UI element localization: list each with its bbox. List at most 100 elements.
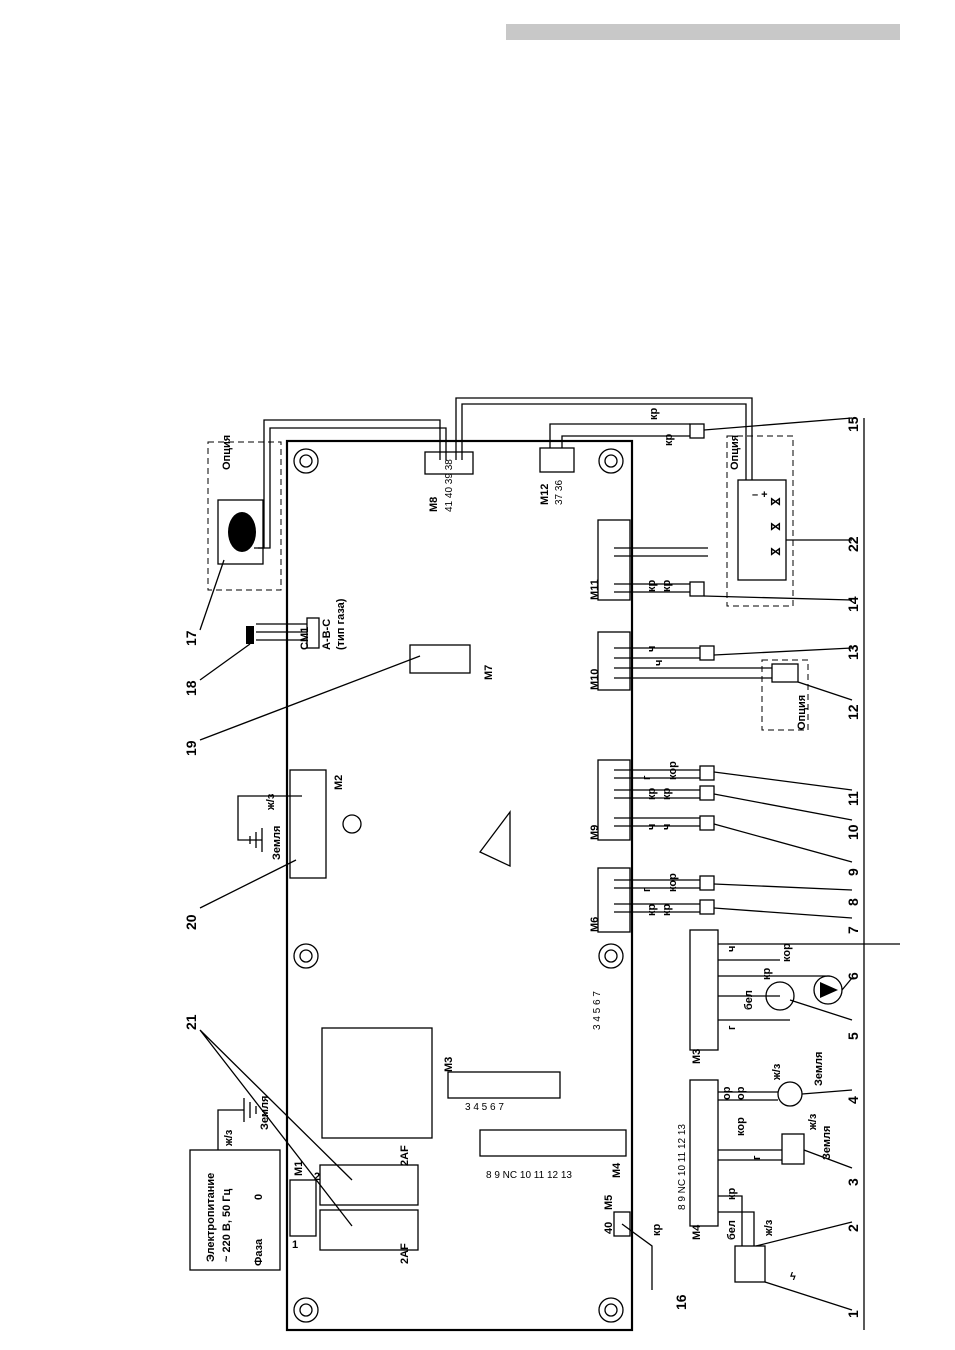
- connector-m3-ext: [689, 929, 719, 1051]
- wire-3b: г: [751, 1155, 763, 1160]
- wire-15a: кр: [648, 407, 660, 420]
- callout-20: 20: [183, 914, 199, 930]
- fuse-label-b: 2AF: [399, 1243, 411, 1264]
- callout-1: 1: [845, 1310, 861, 1318]
- sensor-8: [699, 875, 715, 891]
- svg-text:⋈: ⋈: [770, 546, 781, 558]
- gas-valve-3: [781, 1133, 805, 1165]
- fuse-2af-b: [319, 1209, 419, 1251]
- connector-m5: [613, 1211, 631, 1237]
- gas-code: A-B-C: [321, 619, 333, 650]
- wire-4b: ор: [735, 1086, 747, 1100]
- room-thermostat: [217, 499, 264, 565]
- option-label-22: Опция: [729, 435, 741, 470]
- callout-13: 13: [845, 644, 861, 660]
- m8-pins: 41 40 39 38: [444, 459, 455, 512]
- callout-6: 6: [845, 972, 861, 980]
- esd-warning-icon: [478, 810, 511, 868]
- motor-4-icon: [777, 1081, 803, 1107]
- callout-8: 8: [845, 898, 861, 906]
- sensor-9: [699, 815, 715, 831]
- wire-15b: кр: [663, 433, 675, 446]
- gas-type: (тип газа): [335, 598, 347, 650]
- m2-label: M2: [333, 775, 345, 790]
- callout-2: 2: [845, 1224, 861, 1232]
- wire-8a: г: [641, 887, 653, 892]
- option-label-12: Опция: [796, 695, 808, 730]
- relay-block: [321, 1027, 433, 1139]
- connector-cm1: [306, 617, 320, 649]
- wire-7b: кр: [661, 903, 673, 916]
- sensor-14: [689, 581, 705, 597]
- wire-13a: ч: [646, 646, 658, 652]
- connector-m9: [597, 759, 631, 841]
- connector-m4-board: [479, 1129, 627, 1157]
- sensor-15: [689, 423, 705, 439]
- cm1-label: CM1: [299, 627, 311, 650]
- wire-11b: кор: [667, 761, 679, 780]
- spark-icon: ϟ: [790, 1271, 796, 1283]
- thermostat-logo-icon: [228, 512, 256, 552]
- ignition-unit: [734, 1245, 766, 1283]
- power-label: Электропитание: [205, 1173, 217, 1262]
- wire-6a: кор: [781, 943, 793, 962]
- wire-9b: ч: [661, 824, 673, 830]
- m11-label: M11: [589, 579, 601, 600]
- connector-m6: [597, 867, 631, 933]
- yg-m2: ж/з: [265, 793, 277, 811]
- m3-ext-pins: 3 4 5 6 7: [592, 991, 603, 1030]
- callout-22: 22: [845, 536, 861, 552]
- option-box-12: [761, 659, 809, 731]
- callout-19: 19: [183, 740, 199, 756]
- fuse-label-a: 2AF: [399, 1145, 411, 1166]
- svg-text:– +: – +: [752, 489, 768, 501]
- wire-9a: ч: [646, 824, 658, 830]
- m12-label: M12: [539, 484, 551, 505]
- m1-pin1: 1: [292, 1239, 298, 1251]
- callout-21: 21: [183, 1014, 199, 1030]
- m7-label: M7: [483, 665, 495, 680]
- connector-m4-ext: [689, 1079, 719, 1227]
- wire-14b: кр: [661, 579, 673, 592]
- sensor-11: [699, 765, 715, 781]
- connector-m12: [539, 447, 575, 473]
- jumper-18: [246, 626, 254, 644]
- m1-label: M1: [293, 1161, 305, 1176]
- wire-4a: ор: [721, 1086, 733, 1100]
- option-label-17: Опция: [221, 435, 233, 470]
- callout-5: 5: [845, 1032, 861, 1040]
- power-zero: 0: [253, 1194, 265, 1200]
- m8-label: M8: [428, 497, 440, 512]
- m1-pin2: 2: [314, 1171, 320, 1183]
- callout-12: 12: [845, 704, 861, 720]
- callout-10: 10: [845, 824, 861, 840]
- wire-16: кр: [651, 1223, 663, 1236]
- yg-2: ж/з: [763, 1219, 775, 1237]
- m4-board-label: M4: [611, 1162, 623, 1178]
- m4-ext-label: M4: [691, 1224, 703, 1240]
- connector-m1: [289, 1179, 317, 1237]
- wire-5c: г: [726, 1025, 738, 1030]
- connector-m2: [289, 769, 327, 879]
- wire-10b: кр: [661, 787, 673, 800]
- power-phase: Фаза: [253, 1238, 265, 1266]
- svg-text:⋈: ⋈: [770, 496, 781, 508]
- connector-m10: [597, 631, 631, 691]
- sensor-13: [699, 645, 715, 661]
- wire-14a: кр: [646, 579, 658, 592]
- callout-17: 17: [183, 630, 199, 646]
- wire-8b: кор: [667, 873, 679, 892]
- m5-label: M5: [603, 1195, 615, 1210]
- m4-board-pins: 8 9 NC 10 11 12 13: [486, 1170, 572, 1181]
- callout-16: 16: [673, 1294, 689, 1310]
- option-box-22: [726, 435, 794, 607]
- callout-18: 18: [183, 680, 199, 696]
- ground-top: Земля: [259, 1096, 271, 1130]
- m6-label: M6: [589, 917, 601, 932]
- ground-4: Земля: [813, 1052, 825, 1086]
- callout-14: 14: [845, 596, 861, 612]
- connector-m8: [424, 451, 474, 475]
- option-module-22: [737, 479, 787, 581]
- wire-11a: г: [641, 775, 653, 780]
- ground-3: Земля: [821, 1126, 833, 1160]
